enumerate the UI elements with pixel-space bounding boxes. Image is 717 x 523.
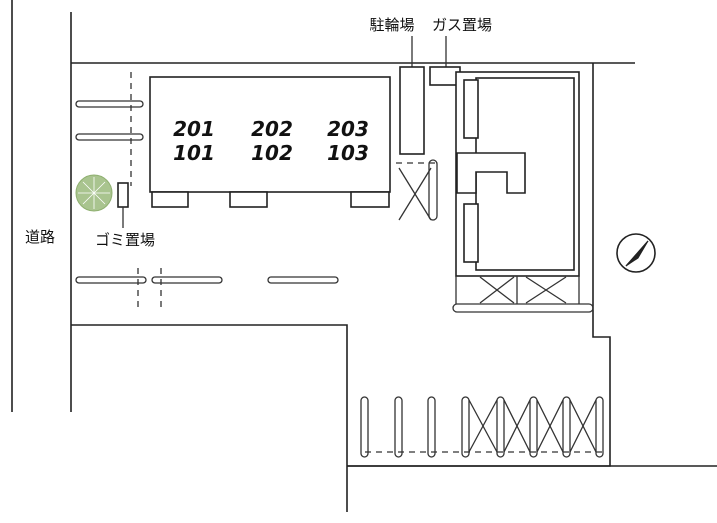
drive-stop-2 (151, 276, 223, 284)
unit-201-label: 201 (173, 117, 215, 141)
bicycle-cross-b (398, 167, 432, 221)
bay-x-4b (569, 399, 597, 453)
unit-203-label: 203 (327, 117, 369, 141)
bay-rail-1 (360, 396, 369, 458)
balcony-3 (350, 191, 390, 208)
bay-rail-2 (394, 396, 403, 458)
unit-101-label: 101 (173, 141, 215, 165)
east-balcony-1 (463, 79, 479, 139)
bay-rail-6 (529, 396, 538, 458)
parking-stop-1 (75, 100, 144, 108)
east-x-2b (525, 276, 567, 304)
bay-rail-7 (562, 396, 571, 458)
south-parking (360, 396, 604, 458)
unit-103-label: 103 (327, 141, 369, 165)
bay-rail-4 (461, 396, 470, 458)
east-balcony-2 (463, 203, 479, 263)
east-x-1b (479, 276, 515, 304)
garbage-box (117, 182, 129, 208)
bay-x-1b (468, 399, 498, 453)
main-building (149, 76, 391, 193)
bay-rail-3 (427, 396, 436, 458)
bay-rail-8 (595, 396, 604, 458)
parking-stop-2 (75, 133, 144, 141)
unit-102-label: 102 (251, 141, 293, 165)
garbage-label: ゴミ置場 (95, 231, 155, 249)
drive-stop-1 (75, 276, 147, 284)
unit-202-label: 202 (251, 117, 293, 141)
bicycle-rail (428, 159, 438, 221)
bicycle-shelter (399, 66, 425, 155)
balcony-1 (151, 191, 189, 208)
bay-x-3b (536, 399, 564, 453)
gas-storage-label: ガス置場 (432, 16, 492, 34)
site-south-boundary (71, 324, 348, 512)
east-building-entrance (456, 152, 526, 194)
drive-stop-3 (267, 276, 339, 284)
bay-x-2b (503, 399, 531, 453)
tree-icon (75, 174, 113, 212)
east-parking-stop (452, 303, 594, 313)
balcony-2 (229, 191, 268, 208)
bicycle-parking-label: 駐輪場 (369, 16, 414, 34)
north-arrow-icon (616, 233, 656, 273)
road-label: 道路 (25, 228, 55, 246)
bay-rail-5 (496, 396, 505, 458)
